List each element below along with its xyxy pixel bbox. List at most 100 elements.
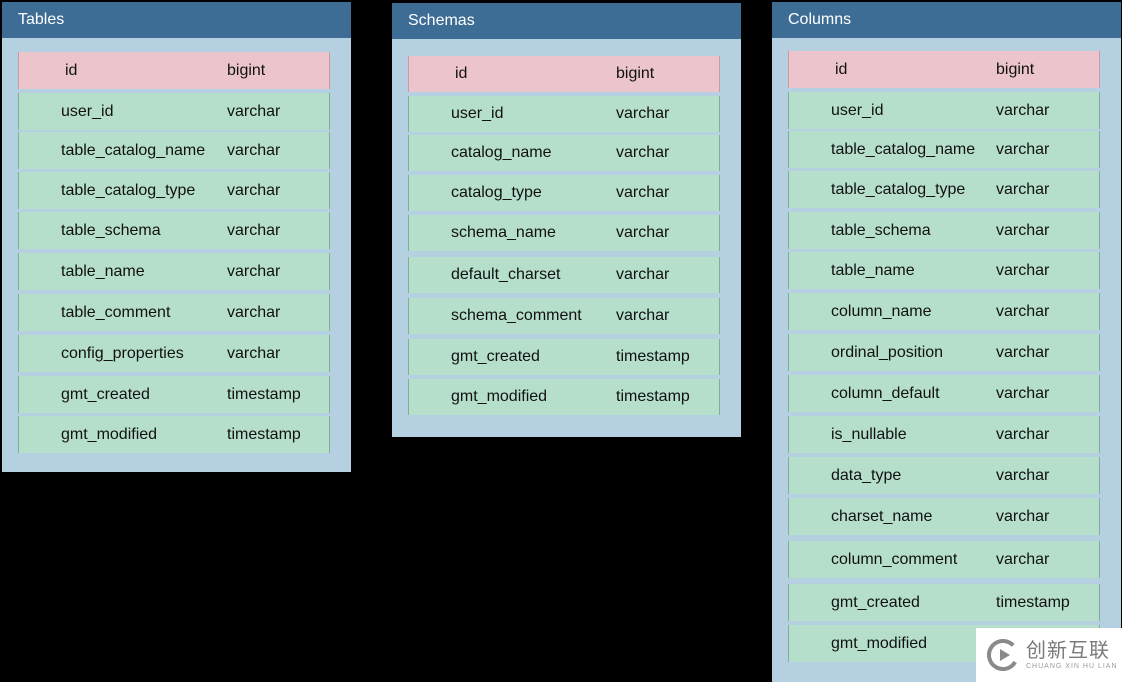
column-name: user_id bbox=[451, 105, 504, 122]
column-name: column_comment bbox=[831, 550, 958, 568]
primary-key-row: id bigint bbox=[788, 51, 1100, 88]
column-type: varchar bbox=[227, 303, 281, 321]
column-row: table_schema varchar bbox=[788, 212, 1100, 249]
column-row: gmt_created timestamp bbox=[788, 584, 1100, 621]
watermark-subtitle: CHUANG XIN HU LIAN bbox=[1026, 662, 1118, 670]
column-name: gmt_created bbox=[831, 593, 920, 611]
column-name: table_name bbox=[61, 262, 145, 280]
column-type: varchar bbox=[227, 181, 281, 199]
column-name: id bbox=[455, 65, 468, 82]
column-row: table_schema varchar bbox=[18, 212, 330, 249]
column-name: ordinal_position bbox=[831, 343, 944, 361]
column-name: charset_name bbox=[831, 507, 933, 525]
column-type: varchar bbox=[996, 343, 1050, 361]
column-name: table_catalog_name bbox=[61, 141, 206, 159]
column-name: table_catalog_name bbox=[831, 140, 976, 158]
column-row: table_catalog_type varchar bbox=[18, 172, 330, 209]
column-type: varchar bbox=[227, 221, 281, 239]
column-name: id bbox=[835, 60, 848, 78]
column-type: varchar bbox=[996, 221, 1050, 239]
column-row: gmt_modified timestamp bbox=[18, 416, 330, 453]
column-type: varchar bbox=[227, 102, 281, 120]
watermark-title: 创新互联 bbox=[1026, 639, 1110, 662]
column-name: catalog_name bbox=[451, 144, 552, 161]
column-name: gmt_created bbox=[61, 385, 150, 403]
column-name: id bbox=[65, 61, 78, 79]
column-row: column_name varchar bbox=[788, 293, 1100, 330]
column-row: gmt_created timestamp bbox=[18, 376, 330, 413]
column-type: timestamp bbox=[616, 348, 690, 365]
column-type: varchar bbox=[616, 266, 670, 283]
column-row: gmt_created timestamp bbox=[408, 339, 720, 375]
column-type: varchar bbox=[227, 262, 281, 280]
column-type: timestamp bbox=[227, 385, 301, 403]
column-type: varchar bbox=[616, 105, 670, 122]
column-row: schema_comment varchar bbox=[408, 298, 720, 334]
column-type: varchar bbox=[996, 261, 1050, 279]
column-row: gmt_modified timestamp bbox=[408, 379, 720, 415]
column-name: table_catalog_type bbox=[831, 180, 966, 198]
column-type: varchar bbox=[616, 307, 670, 324]
column-type: varchar bbox=[996, 466, 1050, 484]
column-row: ordinal_position varchar bbox=[788, 334, 1100, 371]
column-name: gmt_modified bbox=[451, 388, 548, 405]
column-type: varchar bbox=[996, 425, 1050, 443]
column-name: user_id bbox=[61, 102, 114, 120]
column-row: table_catalog_name varchar bbox=[18, 132, 330, 169]
column-type: timestamp bbox=[616, 388, 690, 405]
column-type: varchar bbox=[996, 302, 1050, 320]
column-name: table_name bbox=[831, 261, 915, 279]
column-name: gmt_modified bbox=[831, 634, 928, 652]
column-type: timestamp bbox=[227, 425, 301, 443]
column-name: user_id bbox=[831, 101, 884, 119]
column-row: table_name varchar bbox=[18, 253, 330, 290]
column-name: column_name bbox=[831, 302, 932, 320]
column-name: catalog_type bbox=[451, 184, 542, 201]
column-row: charset_name varchar bbox=[788, 498, 1100, 535]
column-name: data_type bbox=[831, 466, 902, 484]
column-type: varchar bbox=[996, 550, 1050, 568]
column-row: user_id varchar bbox=[788, 92, 1100, 129]
schemas-table-title: Schemas bbox=[392, 3, 741, 39]
column-name: default_charset bbox=[451, 266, 561, 283]
column-name: schema_comment bbox=[451, 307, 582, 324]
column-type: varchar bbox=[227, 141, 281, 159]
column-name: config_properties bbox=[61, 344, 184, 362]
primary-key-row: id bigint bbox=[18, 52, 330, 89]
column-name: table_catalog_type bbox=[61, 181, 196, 199]
chuangxin-logo-icon bbox=[987, 639, 1019, 671]
watermark: 创新互联 CHUANG XIN HU LIAN bbox=[976, 628, 1122, 682]
column-type: varchar bbox=[996, 384, 1050, 402]
column-type: timestamp bbox=[996, 593, 1070, 611]
column-name: is_nullable bbox=[831, 425, 907, 443]
column-type: varchar bbox=[996, 101, 1050, 119]
column-row: is_nullable varchar bbox=[788, 416, 1100, 453]
column-row: user_id varchar bbox=[408, 96, 720, 132]
column-type: bigint bbox=[616, 65, 655, 82]
column-row: default_charset varchar bbox=[408, 257, 720, 293]
column-name: gmt_created bbox=[451, 348, 540, 365]
column-name: table_schema bbox=[831, 221, 931, 239]
column-type: varchar bbox=[616, 184, 670, 201]
column-name: gmt_modified bbox=[61, 425, 158, 443]
column-type: bigint bbox=[996, 60, 1035, 78]
column-row: catalog_name varchar bbox=[408, 135, 720, 171]
column-type: varchar bbox=[616, 144, 670, 161]
column-type: varchar bbox=[996, 507, 1050, 525]
column-row: column_comment varchar bbox=[788, 541, 1100, 578]
column-type: varchar bbox=[227, 344, 281, 362]
column-name: table_schema bbox=[61, 221, 161, 239]
primary-key-row: id bigint bbox=[408, 56, 720, 92]
tables-table-title: Tables bbox=[2, 2, 351, 38]
column-row: config_properties varchar bbox=[18, 335, 330, 372]
column-type: varchar bbox=[616, 224, 670, 241]
column-type: bigint bbox=[227, 61, 266, 79]
